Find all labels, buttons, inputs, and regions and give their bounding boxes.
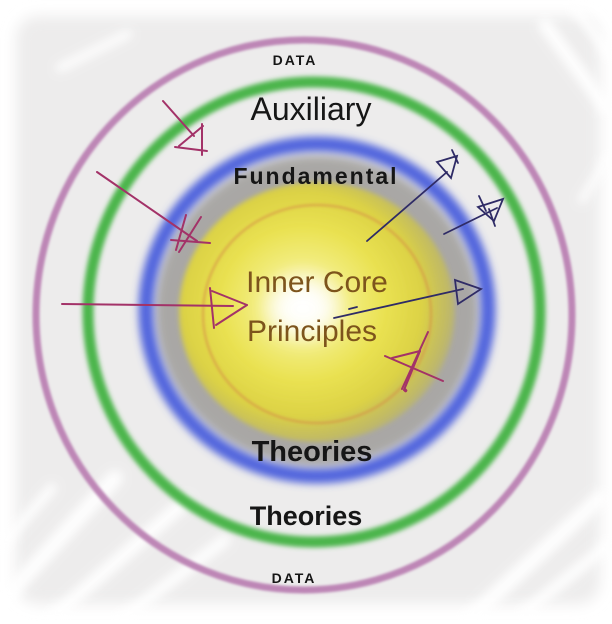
- navy-arrows-group: [333, 149, 505, 319]
- paper-texture: [0, 3, 612, 624]
- label-data-top: DATA: [273, 52, 318, 68]
- arrow-pink-upper-left: [162, 100, 208, 156]
- label-inner-core: Inner Core: [246, 266, 388, 299]
- core-highlight: [269, 283, 337, 335]
- arrow-pink-lower-right: [384, 331, 444, 393]
- arrow-navy-center-right: [333, 278, 484, 319]
- arrow-pink-left-horizontal: [61, 287, 248, 329]
- label-data-bottom: DATA: [272, 570, 317, 586]
- inner-core-outline: [201, 203, 433, 425]
- label-principles: Principles: [247, 315, 377, 348]
- inner-ring: [138, 136, 496, 484]
- outermost-ring: [32, 36, 576, 594]
- arrow-navy-right-short: [443, 195, 505, 235]
- label-auxiliary: Auxiliary: [251, 91, 372, 127]
- pink-arrows-group: [61, 100, 444, 393]
- label-fundamental: Fundamental: [233, 163, 398, 189]
- label-theories-outer: Theories: [250, 501, 363, 531]
- label-theories-inner: Theories: [252, 436, 373, 468]
- arrow-pink-left-diagonal: [96, 171, 211, 253]
- arrow-navy-upper-right: [366, 149, 459, 242]
- outer-ring: [82, 76, 546, 548]
